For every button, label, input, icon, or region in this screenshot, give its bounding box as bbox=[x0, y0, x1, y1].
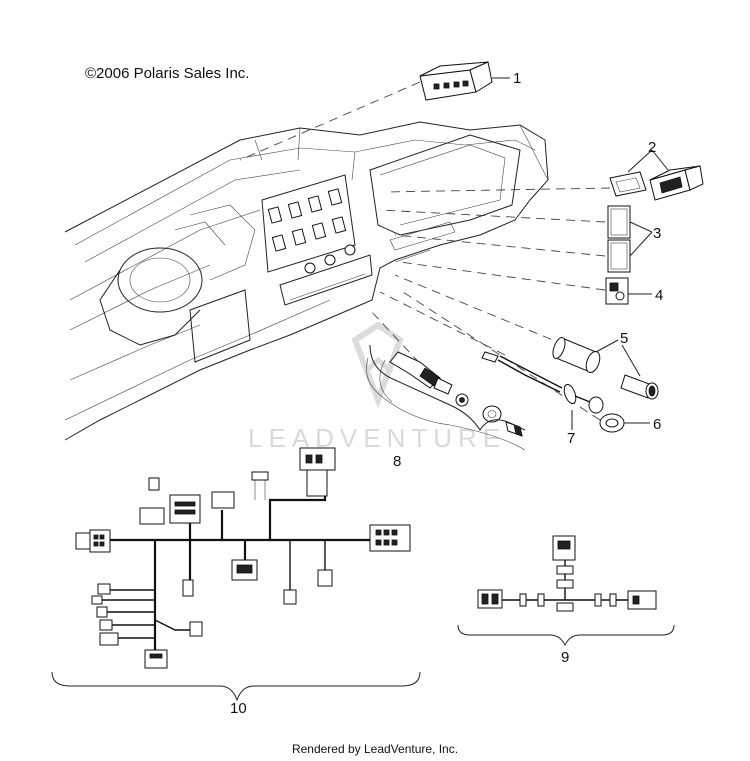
part-3-blank-plugs bbox=[607, 205, 653, 273]
callout-4: 4 bbox=[655, 287, 663, 304]
callout-10: 10 bbox=[230, 700, 247, 717]
watermark-logo bbox=[351, 321, 404, 409]
part-2-rocker-switch bbox=[609, 149, 704, 201]
leader-lines bbox=[239, 81, 611, 421]
part-9-sub-harness bbox=[477, 535, 657, 612]
callout-1: 1 bbox=[513, 70, 521, 87]
brace-part-10 bbox=[51, 671, 421, 702]
brace-part-8 bbox=[369, 344, 526, 431]
callout-3: 3 bbox=[653, 225, 661, 242]
part-7-cable bbox=[481, 351, 604, 430]
callout-5: 5 bbox=[620, 330, 628, 347]
part-5-power-outlet bbox=[552, 337, 659, 400]
part-8-ignition-switch-kit bbox=[366, 351, 526, 451]
watermark-text: LEADVENTURE bbox=[248, 423, 506, 453]
copyright-text: ©2006 Polaris Sales Inc. bbox=[85, 65, 249, 82]
dashboard-drawing bbox=[64, 121, 549, 441]
callout-6: 6 bbox=[653, 416, 661, 433]
callout-7: 7 bbox=[567, 430, 575, 447]
callout-9: 9 bbox=[561, 649, 569, 666]
footer-credit: Rendered by LeadVenture, Inc. bbox=[292, 742, 458, 756]
callout-2: 2 bbox=[648, 139, 656, 156]
callout-8: 8 bbox=[393, 453, 401, 470]
part-1-switch-module bbox=[419, 61, 510, 101]
part-10-main-harness bbox=[75, 447, 411, 669]
brace-part-9 bbox=[457, 624, 675, 647]
part-6-retaining-ring bbox=[599, 413, 650, 433]
part-4-switch bbox=[605, 277, 652, 305]
